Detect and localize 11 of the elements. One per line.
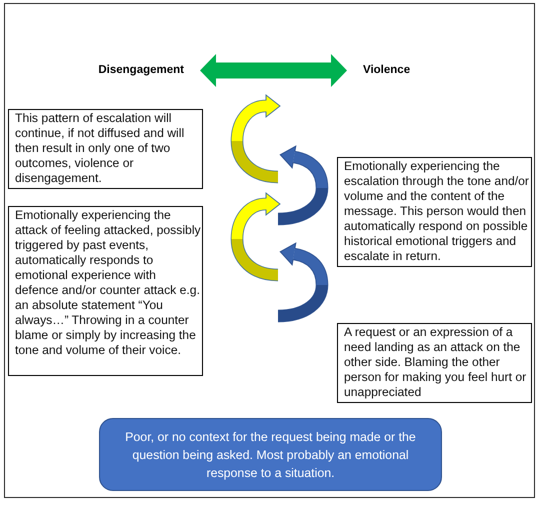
note-text: Emotionally experiencing the escalation through the tone and/or volume and the content of the message. This person would then automatically respond on possible historical emotional triggers and escalate in return. — [344, 159, 530, 264]
note-text: This pattern of escalation will continue, if not diffused and will then result in only one of two outcomes, violence or disengagement. — [15, 111, 186, 186]
note-box — [8, 206, 203, 376]
note-box — [8, 109, 203, 189]
banner-text: Poor, or no context for the request being made or the question being asked. Most probably an emotional response to a situation. — [124, 428, 417, 482]
outcome-label: Violence — [347, 63, 410, 78]
outcome-label: Disengagement — [98, 63, 200, 78]
context-banner — [99, 418, 442, 491]
note-text: Emotionally experiencing the attack of feeling attacked, possibly triggered by past events, automatically responds to emotional experience with defence and/or counter attack e.g. an absolute statement “You always…” Throwing in a counter blame or simply by increasing the tone and volume of their voice. — [15, 208, 201, 358]
double-arrow — [200, 54, 347, 87]
note-text: A request or an expression of a need landing as an attack on the other side. Blaming the other person for making you feel hurt or unappreciated — [344, 325, 528, 400]
